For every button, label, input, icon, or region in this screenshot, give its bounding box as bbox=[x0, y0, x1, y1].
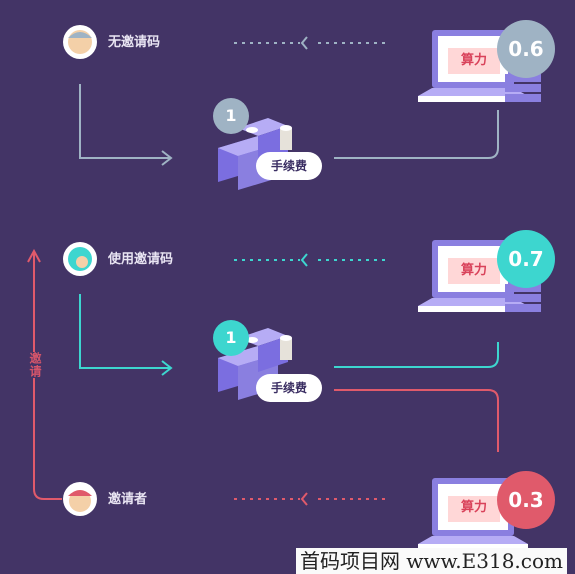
invite-label: 邀请 bbox=[27, 352, 44, 378]
arrow-right-icon bbox=[161, 150, 173, 166]
hash-power-value: 0.3 bbox=[497, 471, 555, 529]
arrow-left-icon bbox=[300, 253, 308, 267]
coin-stack-icon bbox=[505, 284, 541, 312]
flow-line-row2-return bbox=[334, 342, 499, 368]
row-label-no-invite: 无邀请码 bbox=[108, 35, 161, 50]
coin-stack-icon bbox=[505, 74, 541, 102]
hash-power-value: 0.7 bbox=[497, 230, 555, 288]
fee-count-badge: 1 bbox=[213, 98, 249, 134]
row-label-with-invite: 使用邀请码 bbox=[108, 252, 174, 267]
hash-power-label: 算力 bbox=[460, 500, 487, 515]
laptop-icon bbox=[418, 30, 528, 102]
flow-line-to-inviter bbox=[334, 389, 499, 452]
hash-power-label: 算力 bbox=[460, 53, 487, 68]
invite-loop-line bbox=[33, 252, 62, 500]
fee-label: 手续费 bbox=[256, 152, 322, 180]
flow-line-row1-return bbox=[334, 110, 499, 159]
row-label-inviter: 邀请者 bbox=[108, 492, 148, 507]
avatar bbox=[63, 25, 97, 59]
fee-coin-stack-icon bbox=[218, 328, 292, 400]
arrow-right-icon bbox=[161, 360, 173, 376]
arrow-left-icon bbox=[300, 36, 308, 50]
flow-line-row1 bbox=[79, 84, 170, 159]
fee-label: 手续费 bbox=[256, 374, 322, 402]
avatar bbox=[63, 242, 97, 276]
flow-line-row2 bbox=[79, 294, 170, 369]
arrow-left-icon bbox=[300, 492, 308, 506]
avatar bbox=[63, 482, 97, 516]
watermark: 首码项目网 www.E318.com bbox=[295, 548, 567, 574]
fee-count-badge: 1 bbox=[213, 320, 249, 356]
arrow-up-icon bbox=[27, 248, 41, 263]
hash-power-label: 算力 bbox=[460, 263, 487, 278]
hash-power-value: 0.6 bbox=[497, 20, 555, 78]
laptop-icon bbox=[418, 478, 528, 550]
laptop-icon bbox=[418, 240, 528, 312]
